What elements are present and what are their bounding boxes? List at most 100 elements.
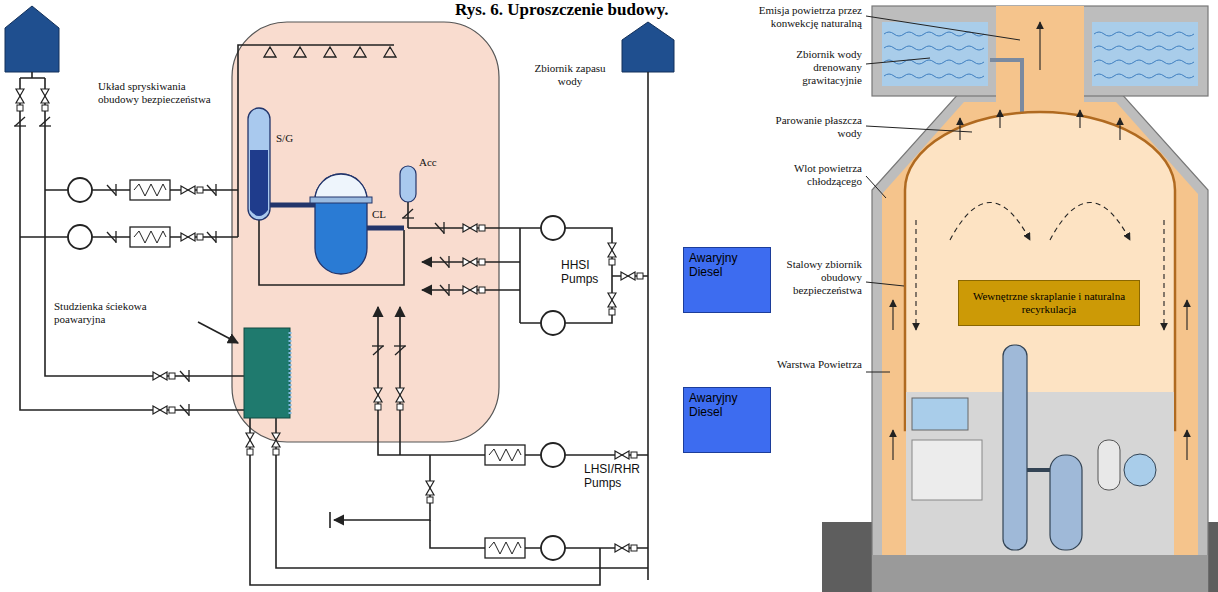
valve-symbol xyxy=(608,293,616,315)
airflow-arrow xyxy=(1163,220,1164,330)
valve-symbol xyxy=(426,481,434,503)
valve-symbol xyxy=(615,544,637,552)
pipe xyxy=(399,307,401,455)
shield-building xyxy=(882,102,1198,592)
valve-symbol xyxy=(181,186,203,194)
reactor-internals xyxy=(912,440,982,500)
accumulator-tank xyxy=(400,166,416,202)
airflow-arrow xyxy=(950,203,1030,241)
box-text: Awaryjny Diesel xyxy=(689,251,765,279)
valve-symbol xyxy=(608,243,616,265)
valve-symbol xyxy=(153,406,175,414)
reactor-vessel xyxy=(315,174,367,274)
valve-symbol xyxy=(615,451,637,459)
pipe xyxy=(20,190,68,237)
check-valve-symbol xyxy=(14,117,26,126)
valve-symbol xyxy=(41,89,49,111)
pump-symbol xyxy=(541,311,565,335)
shield-building xyxy=(996,6,1084,104)
pipe xyxy=(20,45,648,585)
pump-symbol xyxy=(68,225,92,249)
box-text: Wewnętrzne skraplanie i naturalna recyrk… xyxy=(967,290,1131,316)
diesel-box: Awaryjny Diesel xyxy=(683,247,771,313)
callout-label: Parowanie płaszcza wody xyxy=(770,114,862,140)
water-tank xyxy=(884,32,984,78)
airflow-arrow xyxy=(1186,430,1187,460)
callout-label: Wlot powietrza chłodzącego xyxy=(770,162,862,188)
water-tank xyxy=(622,22,674,72)
diesel-box: Awaryjny Diesel xyxy=(683,387,771,453)
check-valve-symbol xyxy=(440,256,449,268)
heat-exchanger-symbol xyxy=(485,445,525,465)
accumulator-tank xyxy=(400,166,416,202)
water-tank xyxy=(1092,22,1198,86)
check-valve-symbol xyxy=(180,404,189,416)
shield-building xyxy=(872,92,1208,592)
heat-exchanger-symbol xyxy=(130,180,525,558)
airflow-arrow xyxy=(892,300,893,330)
pipe xyxy=(520,228,541,323)
pump-symbol xyxy=(541,216,565,240)
leader-line xyxy=(866,372,890,373)
check-valve-symbol xyxy=(207,184,216,196)
leader-line xyxy=(866,16,1020,40)
water-tank xyxy=(882,22,1198,122)
heat-exchanger-symbol xyxy=(485,538,525,558)
water-tank xyxy=(5,6,59,72)
heat-exchanger-symbol xyxy=(130,180,170,200)
valve-symbol xyxy=(181,233,203,241)
pipe xyxy=(250,418,600,585)
valve-symbol xyxy=(16,89,643,552)
valve-symbol xyxy=(463,258,485,266)
pump-symbol xyxy=(68,178,565,560)
valve-symbol xyxy=(463,286,485,294)
reactor-internals xyxy=(1003,345,1027,550)
airflow-arrow xyxy=(999,110,1000,128)
leader-line xyxy=(866,282,904,286)
airflow-arrow xyxy=(915,220,916,330)
callout-label: Stalowy zbiornik obudowy bezpieczeństwa xyxy=(760,258,862,297)
pipe xyxy=(198,322,238,343)
system-label: Układ spryskiwania obudowy bezpieczeństw… xyxy=(98,80,216,106)
reactor-internals xyxy=(872,555,1208,592)
leader-line xyxy=(866,126,972,132)
heat-exchanger-symbol xyxy=(130,227,170,247)
sump xyxy=(289,332,292,414)
valve-symbol xyxy=(396,388,404,410)
valve-symbol xyxy=(246,433,254,455)
pipe-label: CL xyxy=(372,208,394,221)
process-box: Wewnętrzne skraplanie i naturalna recyrk… xyxy=(958,280,1140,326)
tank-label: Zbiornik zapasu wody xyxy=(528,62,612,88)
water-tank xyxy=(882,22,988,86)
pump-symbol xyxy=(541,443,565,467)
valve-symbol xyxy=(621,272,643,280)
containment-building xyxy=(232,22,499,442)
steam-generator xyxy=(250,150,268,216)
check-valve-symbol xyxy=(107,184,116,196)
steel-containment xyxy=(905,112,1175,430)
leader-line xyxy=(866,176,886,198)
pump-label: HHSI Pumps xyxy=(561,258,605,286)
airflow-arrow xyxy=(959,118,960,140)
pipe xyxy=(20,78,244,410)
valve-symbol xyxy=(153,372,175,380)
check-valve-symbol xyxy=(14,117,449,416)
steam-generator xyxy=(248,108,270,220)
pipe xyxy=(329,512,331,528)
callout-label: Emisja powietrza przez konwekcję natural… xyxy=(740,4,862,30)
callout-label: Zbiornik wody drenowany grawitacyjnie xyxy=(770,48,862,87)
valve-symbol xyxy=(16,89,24,111)
water-tank xyxy=(1094,32,1194,78)
shield-building xyxy=(872,6,1208,592)
check-valve-symbol xyxy=(440,284,449,296)
pipe xyxy=(334,455,430,520)
check-valve-symbol xyxy=(39,117,51,126)
pipe xyxy=(20,72,45,78)
steam-generator xyxy=(248,108,270,220)
reactor-internals xyxy=(1124,454,1156,486)
reactor-internals xyxy=(1027,468,1050,472)
reactor-vessel xyxy=(270,174,404,274)
pipe xyxy=(45,78,244,376)
box-text: Awaryjny Diesel xyxy=(689,391,765,419)
